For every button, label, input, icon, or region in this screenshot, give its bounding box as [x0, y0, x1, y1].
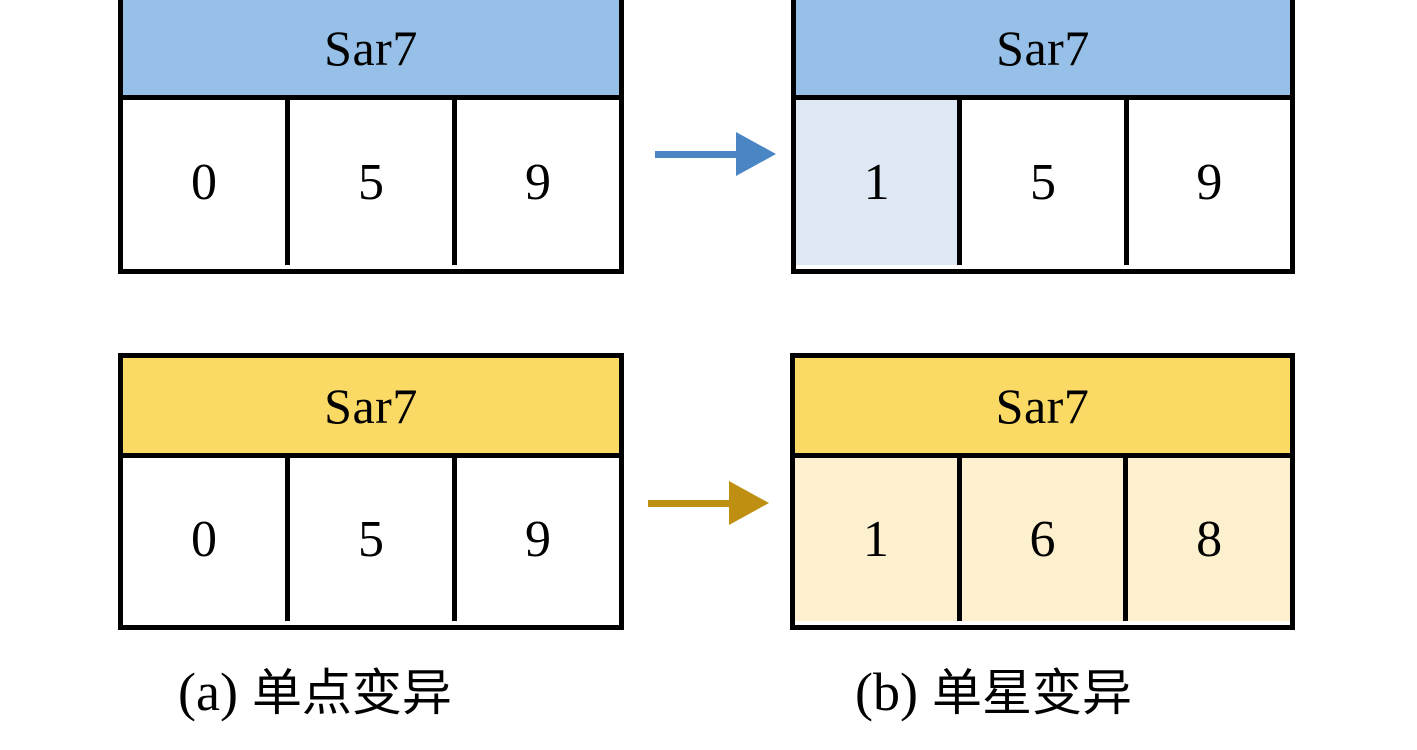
table-b-after-cell-0: 1 [795, 458, 962, 621]
arrow-a [655, 132, 776, 176]
caption-a: (a)单点变异 [178, 665, 452, 719]
caption-b-text: 单星变异 [931, 664, 1132, 722]
table-b-before-cells: 0 5 9 [123, 458, 619, 621]
caption-a-text: 单点变异 [251, 664, 452, 722]
table-b-after-header: Sar7 [795, 358, 1290, 458]
arrow-b-shaft [648, 499, 730, 507]
table-b-after-cells: 1 6 8 [795, 458, 1291, 621]
table-a-before-cell-0: 0 [123, 100, 290, 265]
table-a-after-cell-0: 1 [796, 100, 963, 265]
arrow-a-head [736, 132, 776, 176]
table-b-after-title: Sar7 [995, 377, 1090, 434]
table-a-before: Sar7 0 5 9 [118, 0, 624, 274]
table-a-before-cell-2: 9 [457, 100, 619, 265]
table-a-before-title: Sar7 [324, 19, 418, 76]
table-a-after-title: Sar7 [996, 19, 1090, 76]
table-a-after-cell-1: 5 [962, 100, 1129, 265]
arrow-a-shaft [655, 150, 737, 158]
table-b-before-cell-0: 0 [123, 458, 290, 621]
table-a-after-header: Sar7 [796, 0, 1290, 100]
arrow-b-head [729, 481, 769, 525]
arrow-b [648, 481, 769, 525]
table-b-after-cell-2: 8 [1128, 458, 1291, 621]
table-b-before-cell-2: 9 [457, 458, 619, 621]
table-a-before-header: Sar7 [123, 0, 619, 100]
table-a-after-cell-2: 9 [1128, 100, 1290, 265]
table-b-after: Sar7 1 6 8 [790, 353, 1295, 630]
table-b-after-cell-1: 6 [961, 458, 1129, 621]
table-a-before-cell-1: 5 [290, 100, 457, 265]
table-a-before-cells: 0 5 9 [123, 100, 619, 265]
caption-b-tag: (b) [855, 662, 918, 722]
table-b-before: Sar7 0 5 9 [118, 353, 624, 630]
caption-a-tag: (a) [178, 662, 238, 722]
table-a-after: Sar7 1 5 9 [791, 0, 1295, 274]
table-b-before-header: Sar7 [123, 358, 619, 458]
table-a-after-cells: 1 5 9 [796, 100, 1290, 265]
table-b-before-title: Sar7 [324, 377, 418, 434]
table-b-before-cell-1: 5 [290, 458, 457, 621]
caption-b: (b)单星变异 [855, 665, 1132, 719]
